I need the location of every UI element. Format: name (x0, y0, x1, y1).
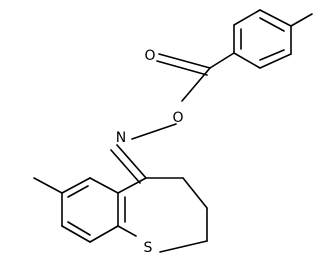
ester-oxygen-label: O (172, 110, 183, 126)
bond-aryl-6-inner (259, 49, 285, 61)
bond-ring-methyl (33, 177, 63, 194)
bond-fused-5-inner (67, 221, 91, 236)
bond-fused-3-inner (67, 185, 89, 198)
bond-fused-2 (89, 177, 119, 194)
bond-aryl-2-inner (259, 17, 285, 32)
bond-network (33, 9, 313, 253)
bond-ester-oxygen-nitrogen (131, 123, 177, 140)
bond-fused-6 (89, 225, 119, 243)
bond-carbonyl-ester-oxygen (181, 67, 211, 102)
carbonyl-oxygen-label: O (144, 48, 155, 64)
bond-core-ch2-2 (182, 177, 208, 209)
imine-nitrogen-label: N (116, 130, 126, 146)
ring-sulfur-label: S (144, 240, 153, 256)
atom-labels: O O N S (116, 48, 184, 256)
bond-aryl-3 (233, 9, 261, 26)
bond-core-c4-aromatic (117, 177, 147, 194)
bond-aryl-carbonyl (209, 52, 235, 69)
bond-carbonyl-oxygen-2 (156, 60, 208, 76)
bond-nitrogen-carbon-1 (116, 144, 147, 179)
bond-aryl-ch3 (290, 13, 313, 27)
bond-aryl-5 (233, 52, 261, 69)
bond-aryl-2 (259, 9, 292, 27)
bond-sulfur-ch2 (159, 240, 208, 253)
bond-fused-5 (61, 225, 91, 243)
bond-carbonyl-oxygen-1 (158, 53, 211, 69)
bond-aryl-6 (259, 53, 292, 69)
bond-nitrogen-carbon-2 (110, 149, 141, 184)
bond-sulfur-aromatic (117, 225, 137, 237)
bond-fused-3 (61, 177, 91, 194)
